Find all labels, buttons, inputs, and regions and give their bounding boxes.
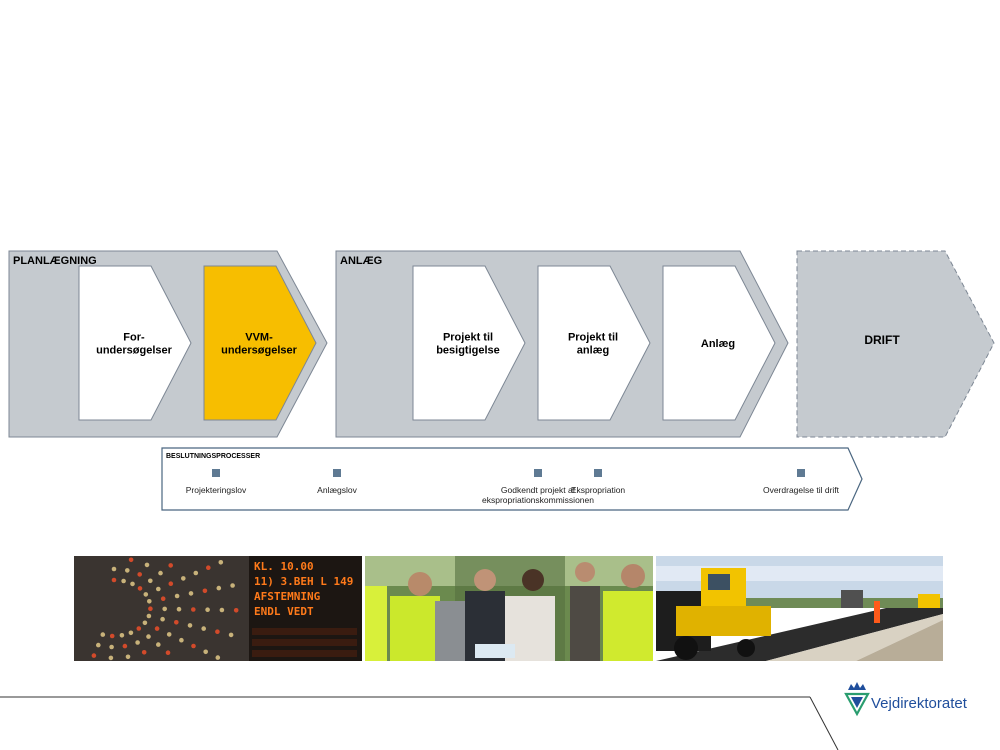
milestone-marker <box>212 469 220 477</box>
road-paving-photo <box>656 556 943 661</box>
milestone-label: Projekteringslov <box>186 485 247 495</box>
step-shape <box>537 265 651 421</box>
step-shape <box>412 265 526 421</box>
step-1: For-undersøgelser <box>78 265 192 421</box>
milestone-label: Godkendt projekt af <box>501 485 576 495</box>
phase-operation-shape <box>796 250 995 438</box>
step-label: Projekt til <box>568 332 618 344</box>
milestone-marker <box>534 469 542 477</box>
phase-construction-label: ANLÆG <box>340 255 382 267</box>
decision-process: BESLUTNINGSPROCESSER Projekteringslov Anl… <box>161 447 863 511</box>
milestone-3: Godkendt projekt afekspropriationskommis… <box>482 469 594 505</box>
vote-board-line: 11) 3.BEH L 149 <box>254 575 353 588</box>
step-label: anlæg <box>577 345 609 357</box>
milestone-label: ekspropriationskommissionen <box>482 495 594 505</box>
milestone-marker <box>594 469 602 477</box>
footer-divider <box>0 696 839 750</box>
crown-shield-icon <box>844 682 870 717</box>
decision-process-shape <box>161 447 863 511</box>
step-label: Anlæg <box>701 338 735 350</box>
logo-text: Vejdirektoratet <box>871 695 968 712</box>
milestone-2: Anlægslov <box>317 469 358 495</box>
step-chevrons: For-undersøgelserVVM-undersøgelserProjek… <box>78 265 776 421</box>
milestone-1: Projekteringslov <box>186 469 247 495</box>
step-label: undersøgelser <box>221 345 298 357</box>
milestones: Projekteringslov Anlægslov Godkendt projek… <box>186 469 840 505</box>
phase-operation-label: DRIFT <box>864 333 900 347</box>
decision-process-label: BESLUTNINGSPROCESSER <box>166 453 260 460</box>
vejdirektoratet-logo: Vejdirektoratet <box>844 682 968 717</box>
step-label: For- <box>123 332 145 344</box>
milestone-label: Anlægslov <box>317 485 357 495</box>
milestone-marker <box>797 469 805 477</box>
step-2: VVM-undersøgelser <box>203 265 317 421</box>
step-label: Projekt til <box>443 332 493 344</box>
milestone-5: Overdragelse til drift <box>763 469 840 495</box>
phase-planning-label: PLANLÆGNING <box>13 255 97 267</box>
step-5: Anlæg <box>662 265 776 421</box>
milestone-marker <box>333 469 341 477</box>
step-label: VVM- <box>245 332 273 344</box>
step-label: besigtigelse <box>436 345 500 357</box>
step-shape <box>662 265 776 421</box>
site-inspection-photo <box>365 556 653 661</box>
milestone-4: Ekspropriation <box>571 469 626 495</box>
vote-board-line: AFSTEMNING <box>254 590 321 603</box>
vote-board-line: ENDL VEDT <box>254 605 314 618</box>
vote-board-line: KL. 10.00 <box>254 560 314 573</box>
milestone-label: Overdragelse til drift <box>763 485 840 495</box>
step-shape <box>203 265 317 421</box>
step-label: undersøgelser <box>96 345 173 357</box>
phase-operation: DRIFT <box>796 250 995 438</box>
milestone-label: Ekspropriation <box>571 485 626 495</box>
step-shape <box>78 265 192 421</box>
